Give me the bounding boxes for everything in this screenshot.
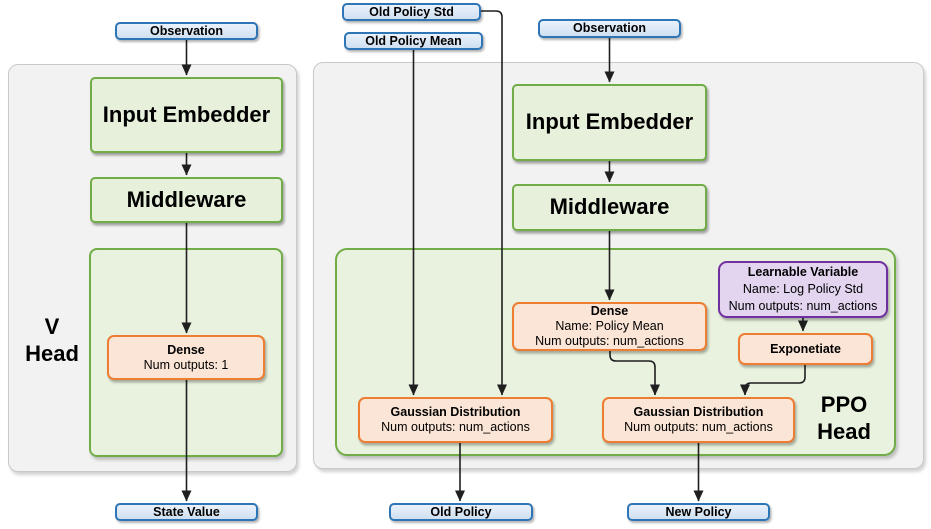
middleware-v: Middleware [90,177,283,223]
gaussian-new-outputs: Num outputs: num_actions [624,420,773,434]
v-head-title: V Head [12,313,92,367]
middleware-label: Middleware [126,186,247,212]
dense-title: Dense [167,342,205,357]
dense-outputs: Num outputs: num_actions [535,334,684,348]
dense-policy-mean: Dense Name: Policy Mean Num outputs: num… [512,302,707,351]
arrow-old-policy-std-to-gaussian-old [481,10,507,396]
ppo-head-title-line2: Head [817,419,871,444]
ppo-head-title-line1: PPO [820,392,868,417]
dense-name: Name: Policy Mean [555,319,664,333]
input-embedder-label: Input Embedder [102,101,271,127]
old-policy-label: Old Policy [430,504,492,519]
gaussian-new-title: Gaussian Distribution [633,405,764,419]
observation-input-v: Observation [115,22,258,40]
learnable-variable-outputs: Num outputs: num_actions [728,299,878,313]
arrow-exponetiate-to-gaussian-new [740,365,806,396]
exponetiate-op: Exponetiate [738,333,873,365]
gaussian-distribution-new: Gaussian Distribution Num outputs: num_a… [602,397,795,443]
old-policy-mean-input: Old Policy Mean [344,32,483,50]
input-embedder-v: Input Embedder [90,77,283,153]
new-policy-label: New Policy [665,504,732,519]
old-policy-mean-label: Old Policy Mean [365,33,462,48]
gaussian-distribution-old: Gaussian Distribution Num outputs: num_a… [358,397,553,443]
middleware-label: Middleware [549,194,670,220]
ppo-head-title: PPO Head [805,391,883,445]
observation-label: Observation [573,21,646,35]
old-policy-std-input: Old Policy Std [342,3,481,21]
old-policy-std-label: Old Policy Std [369,4,454,19]
observation-input-ppo: Observation [538,19,681,38]
dense-outputs: Num outputs: 1 [143,357,229,372]
exponetiate-label: Exponetiate [770,341,841,356]
dense-title: Dense [590,304,629,318]
input-embedder-label: Input Embedder [525,109,694,135]
state-value-label: State Value [153,504,220,519]
dense-v: Dense Num outputs: 1 [107,335,265,380]
observation-label: Observation [150,23,223,38]
new-policy-output: New Policy [627,503,770,521]
v-head-title-line2: Head [25,341,79,366]
input-embedder-ppo: Input Embedder [512,84,707,161]
old-policy-output: Old Policy [389,503,533,521]
middleware-ppo: Middleware [512,184,707,231]
state-value-output: State Value [115,503,258,521]
learnable-variable-title: Learnable Variable [747,265,859,279]
v-head-title-line1: V [44,314,60,339]
learnable-variable-name: Name: Log Policy Std [742,282,864,296]
learnable-variable-log-policy-std: Learnable Variable Name: Log Policy Std … [718,261,888,318]
arrow-dense-to-gaussian-new [609,351,660,396]
gaussian-old-outputs: Num outputs: num_actions [381,420,530,434]
gaussian-old-title: Gaussian Distribution [390,405,521,419]
